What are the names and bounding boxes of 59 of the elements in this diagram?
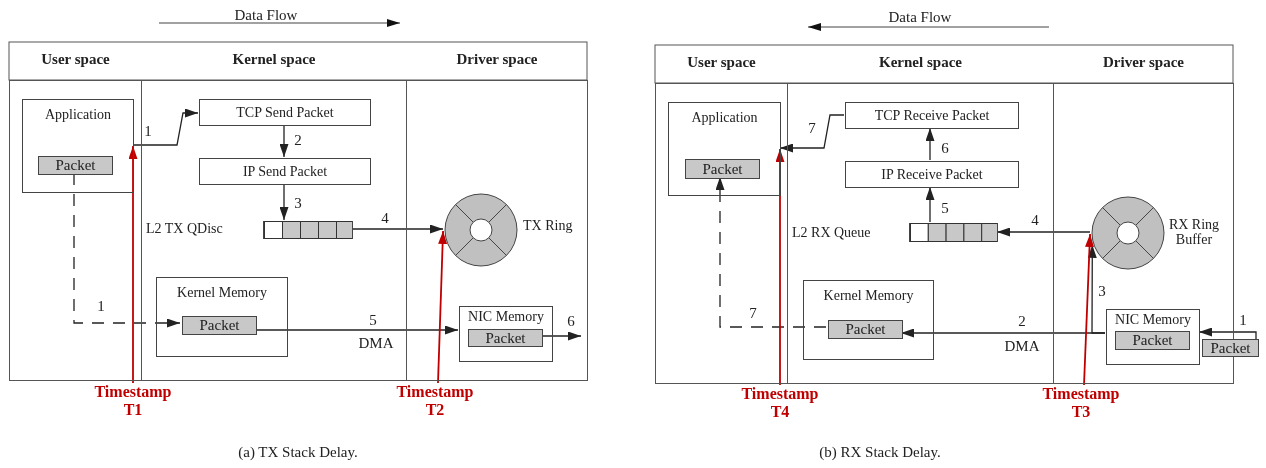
- box-title: Kernel Memory: [176, 285, 268, 301]
- arrow: [1083, 233, 1095, 386]
- process-box: IP Receive Packet: [845, 161, 1019, 188]
- direction-label: Data Flow: [234, 6, 298, 24]
- packet-box: Packet: [1202, 339, 1259, 357]
- arrow: [437, 230, 448, 384]
- ring-buffer-drawing: [444, 193, 518, 267]
- column-heading: Driver space: [455, 51, 539, 68]
- box-title: Application: [43, 107, 113, 123]
- arrow: [132, 108, 199, 146]
- packet-box: Packet: [182, 316, 257, 335]
- timestamp-label: Timestamp T3: [1035, 385, 1127, 425]
- side-label: L2 TX QDisc: [146, 221, 223, 237]
- component-box: [22, 99, 134, 193]
- box-title: NIC Memory: [467, 309, 545, 325]
- process-box: TCP Receive Packet: [845, 102, 1019, 129]
- component-box: [1106, 309, 1200, 365]
- arrow: [128, 145, 138, 384]
- side-label: RX Ring Buffer: [1168, 217, 1220, 248]
- process-box: IP Send Packet: [199, 158, 371, 185]
- component-box: [668, 102, 781, 196]
- edge-note: DMA: [358, 334, 394, 352]
- arrow: [779, 114, 845, 153]
- ring-buffer-drawing: [1091, 196, 1165, 270]
- packet-box: Packet: [468, 329, 543, 347]
- direction-label: Data Flow: [888, 8, 952, 26]
- arrow: [1087, 244, 1106, 334]
- component-box: [156, 277, 288, 357]
- packet-box: Packet: [685, 159, 760, 179]
- column-heading: Kernel space: [231, 51, 317, 68]
- box-title: Application: [690, 110, 759, 126]
- edge-note: DMA: [1004, 337, 1040, 355]
- arrow: [279, 183, 289, 221]
- packet-box: Packet: [828, 320, 903, 339]
- box-title: Kernel Memory: [822, 288, 915, 304]
- column-heading: Kernel space: [878, 54, 963, 71]
- queue-drawing: [909, 223, 998, 242]
- queue-drawing: [263, 221, 353, 239]
- packet-box: Packet: [1115, 331, 1190, 350]
- column-heading: User space: [40, 51, 111, 68]
- packet-box: Packet: [38, 156, 113, 175]
- arrow: [279, 124, 289, 158]
- box-title: NIC Memory: [1114, 312, 1192, 328]
- column-heading: User space: [686, 54, 757, 71]
- arrow: [925, 186, 935, 223]
- arrow: [925, 127, 935, 161]
- timestamp-label: Timestamp T1: [87, 383, 179, 423]
- timestamp-label: Timestamp T4: [734, 385, 826, 425]
- timestamp-label: Timestamp T2: [389, 383, 481, 423]
- figure-caption: (a) TX Stack Delay.: [238, 443, 358, 461]
- process-box: TCP Send Packet: [199, 99, 371, 126]
- component-box: [803, 280, 934, 360]
- arrow: [1198, 327, 1257, 340]
- column-heading: Driver space: [1102, 54, 1185, 71]
- arrow: [775, 148, 785, 386]
- figure-caption: (b) RX Stack Delay.: [819, 443, 941, 461]
- side-label: L2 RX Queue: [792, 225, 871, 241]
- component-box: [459, 306, 553, 362]
- side-label: TX Ring: [523, 218, 573, 234]
